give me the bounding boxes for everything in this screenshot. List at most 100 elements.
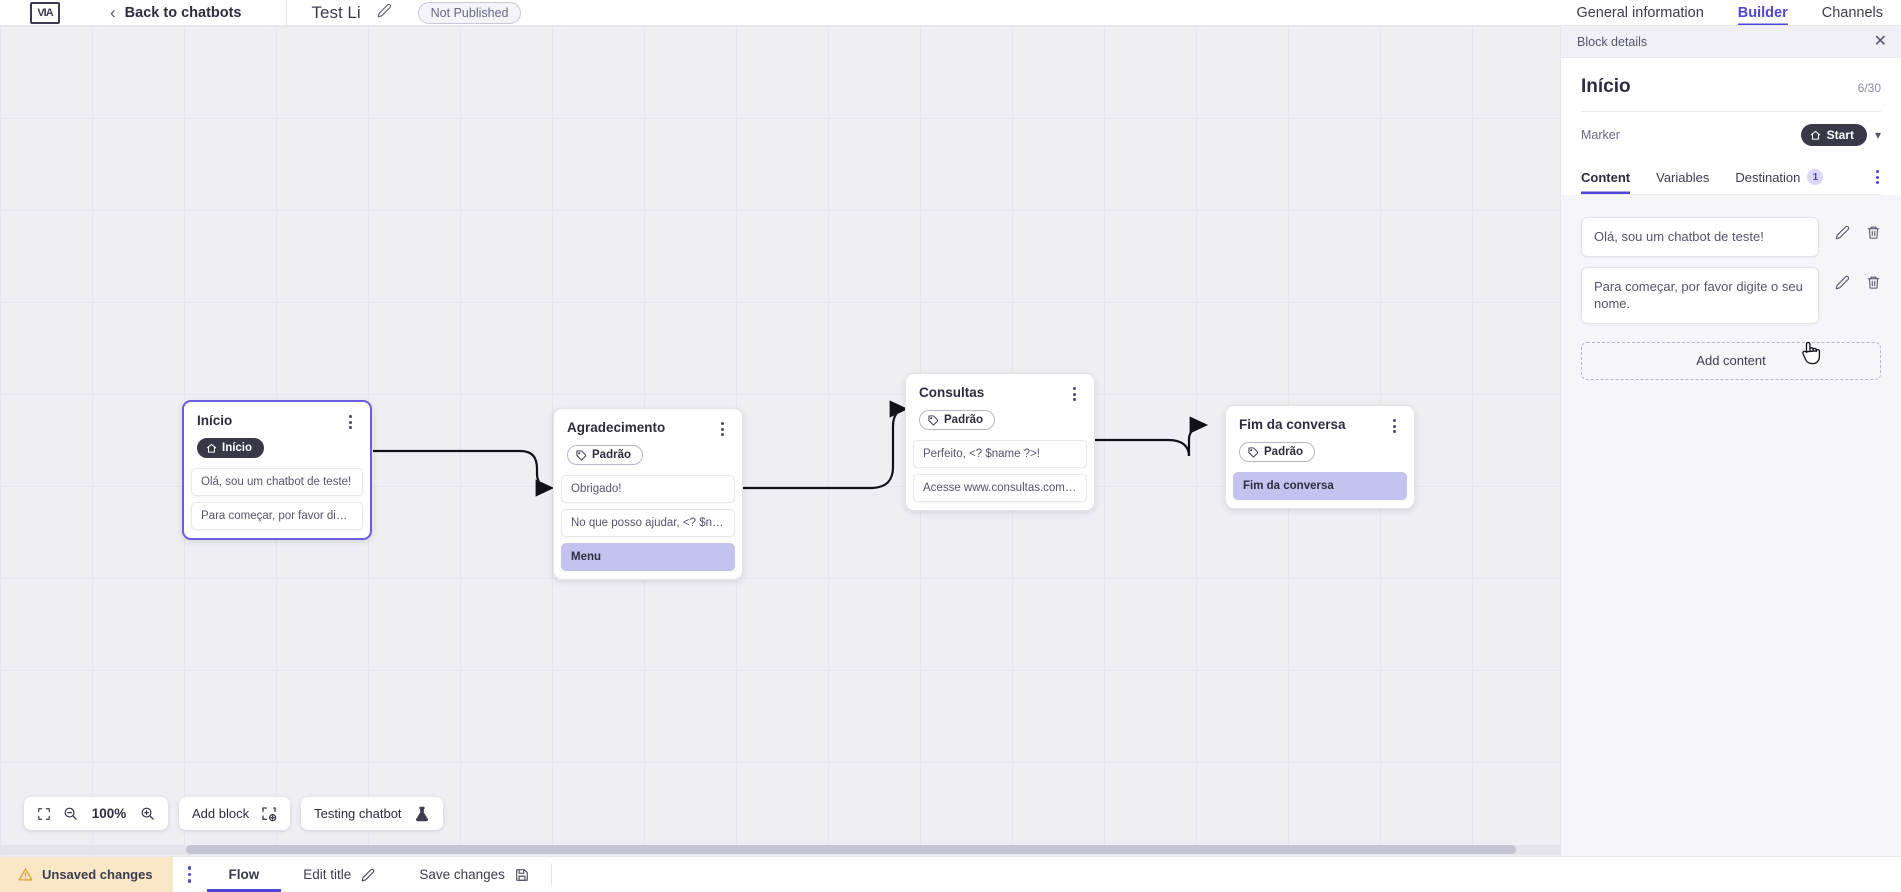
edit-title-pencil-icon[interactable]: [377, 3, 392, 23]
node-tag-start: Início: [197, 438, 265, 458]
flow-node-inicio[interactable]: Início Início Olá, sou um chatbot de tes…: [182, 400, 372, 540]
app-logo[interactable]: VIA: [28, 0, 62, 25]
node-title: Consultas: [919, 385, 985, 400]
add-content-button[interactable]: Add content: [1581, 341, 1881, 380]
node-menu-kebab-icon[interactable]: [1387, 417, 1401, 433]
unsaved-changes-indicator: Unsaved changes: [0, 857, 173, 892]
node-row[interactable]: Olá, sou um chatbot de teste!: [191, 467, 363, 496]
publish-status-badge: Not Published: [417, 1, 522, 24]
node-rows: Obrigado! No que posso ajudar, <? $name …: [554, 474, 742, 579]
edit-title-label: Edit title: [303, 867, 352, 882]
edit-pencil-icon[interactable]: [1835, 225, 1850, 240]
zoom-in-icon[interactable]: [140, 806, 155, 821]
char-count: 6/30: [1857, 81, 1881, 95]
content-text[interactable]: Para começar, por favor digite o seu nom…: [1581, 266, 1819, 324]
tab-builder[interactable]: Builder: [1738, 0, 1788, 25]
delete-trash-icon[interactable]: [1866, 225, 1881, 240]
flow-node-agradecimento[interactable]: Agradecimento Padrão Obrigado! No que po…: [553, 408, 743, 580]
node-title-row: Consultas: [919, 385, 1081, 401]
tag-icon: [576, 449, 587, 461]
marker-label: Marker: [1581, 128, 1620, 142]
node-tag-default: Padrão: [919, 410, 995, 430]
node-menu-kebab-icon[interactable]: [1067, 385, 1081, 401]
tab-channels[interactable]: Channels: [1821, 5, 1883, 21]
back-to-chatbots-label: Back to chatbots: [124, 4, 242, 21]
marker-value-label: Start: [1826, 128, 1854, 142]
chevron-down-icon[interactable]: ▾: [1874, 128, 1881, 142]
statusbar-tab-flow[interactable]: Flow: [207, 857, 282, 892]
node-rows: Fim da conversa: [1226, 471, 1414, 508]
marker-row: Marker Start ▾: [1581, 112, 1881, 156]
edge-agradecimento-consultas: [737, 400, 909, 490]
add-block-icon: [261, 806, 277, 822]
panel-title-row: Início 6/30: [1581, 58, 1881, 112]
node-title-row: Fim da conversa: [1239, 417, 1401, 433]
node-title: Fim da conversa: [1239, 417, 1346, 432]
header-divider: [285, 0, 287, 25]
tab-general-information[interactable]: General information: [1576, 5, 1704, 21]
back-to-chatbots-button[interactable]: ‹ Back to chatbots: [110, 4, 242, 21]
scrollbar-thumb[interactable]: [186, 845, 1516, 854]
node-menu-kebab-icon[interactable]: [343, 413, 357, 429]
edit-title-button[interactable]: Edit title: [281, 857, 397, 892]
node-row-menu[interactable]: Fim da conversa: [1233, 471, 1407, 500]
edit-pencil-icon[interactable]: [1835, 275, 1850, 290]
node-tag-default: Padrão: [1239, 442, 1315, 462]
node-row[interactable]: Acesse www.consultas.com par...: [913, 473, 1087, 502]
content-item-actions: [1819, 267, 1881, 290]
top-header: VIA ‹ Back to chatbots Test Li Not Publi…: [0, 0, 1901, 26]
delete-trash-icon[interactable]: [1866, 275, 1881, 290]
edge-consultas-fim: [1089, 416, 1209, 457]
zoom-level-label: 100%: [91, 806, 127, 821]
node-rows: Olá, sou um chatbot de teste! Para começ…: [184, 467, 370, 538]
chevron-left-icon: ‹: [110, 3, 116, 22]
zoom-controls: 100%: [24, 797, 168, 830]
node-row[interactable]: Obrigado!: [561, 474, 735, 503]
panel-topbar: Block details ✕: [1561, 26, 1901, 58]
panel-tab-variables[interactable]: Variables: [1656, 161, 1709, 194]
document-title: Test Li: [311, 2, 361, 22]
zoom-out-icon[interactable]: [63, 806, 78, 821]
fit-screen-icon[interactable]: [37, 807, 51, 821]
content-item: Olá, sou um chatbot de teste!: [1581, 217, 1881, 257]
node-row[interactable]: Perfeito, <? $name ?>!: [913, 439, 1087, 468]
logo-icon: VIA: [30, 1, 60, 24]
node-title: Início: [197, 413, 233, 428]
node-tag-default: Padrão: [567, 445, 643, 465]
home-icon: [1810, 130, 1820, 140]
node-tag-label: Padrão: [592, 449, 631, 461]
header-tabs: General information Builder Channels: [1576, 0, 1883, 25]
block-title: Início: [1581, 76, 1631, 97]
flow-node-consultas[interactable]: Consultas Padrão Perfeito, <? $name ?>! …: [905, 373, 1095, 511]
canvas-horizontal-scrollbar[interactable]: [0, 845, 1560, 854]
node-title-row: Início: [197, 413, 357, 429]
flow-node-fim-da-conversa[interactable]: Fim da conversa Padrão Fim da conversa: [1225, 405, 1415, 509]
node-row[interactable]: Para começar, por favor digite o ...: [191, 501, 363, 530]
node-row-menu[interactable]: Menu: [561, 542, 735, 571]
node-row[interactable]: No que posso ajudar, <? $name ...: [561, 508, 735, 537]
block-details-panel: Block details ✕ Início 6/30 Marker Start…: [1560, 26, 1901, 856]
add-block-button[interactable]: Add block: [179, 797, 291, 830]
panel-tab-destination[interactable]: Destination 1: [1735, 160, 1824, 194]
node-menu-kebab-icon[interactable]: [715, 420, 729, 436]
statusbar-divider: [550, 862, 552, 887]
tag-icon: [1248, 446, 1259, 458]
content-text[interactable]: Olá, sou um chatbot de teste!: [1581, 217, 1819, 257]
save-changes-button[interactable]: Save changes: [397, 857, 551, 892]
panel-tab-content[interactable]: Content: [1581, 161, 1630, 194]
content-item: Para começar, por favor digite o seu nom…: [1581, 266, 1881, 324]
close-icon[interactable]: ✕: [1873, 32, 1887, 50]
marker-selector[interactable]: Start ▾: [1800, 124, 1881, 146]
bottom-status-bar: Unsaved changes Flow Edit title Save cha…: [0, 856, 1901, 892]
statusbar-kebab-icon[interactable]: [173, 857, 207, 892]
panel-tabs-overflow-kebab-icon[interactable]: [1874, 161, 1881, 193]
node-header: Agradecimento Padrão: [554, 409, 742, 475]
testing-chatbot-button[interactable]: Testing chatbot: [301, 797, 443, 830]
save-icon: [516, 868, 528, 881]
edge-inicio-agradecimento: [372, 449, 555, 497]
panel-tabs: Content Variables Destination 1: [1581, 156, 1881, 195]
panel-tab-label: Variables: [1656, 169, 1710, 185]
flow-canvas[interactable]: Início Início Olá, sou um chatbot de tes…: [0, 26, 1560, 856]
content-item-actions: [1819, 217, 1881, 240]
